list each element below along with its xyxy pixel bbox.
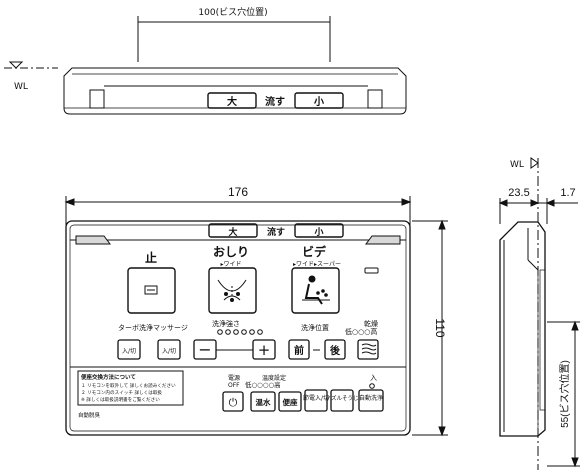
plus-label: +: [258, 341, 271, 359]
top-small-label: 小: [313, 95, 324, 108]
massage-label: マッサージ: [153, 324, 188, 332]
notice-title: 便座交換方法について: [81, 373, 136, 381]
wl-label-top: WL: [14, 82, 28, 92]
stop-button: [127, 267, 176, 314]
temp-scale: 低○○○○高: [245, 380, 281, 389]
dry-icon: [361, 343, 377, 355]
depth-arrow-left: [498, 199, 508, 207]
auto-wash-label: 自動洗浄: [359, 394, 383, 402]
bidet-sub-label: ▸ワイド▸スーパー: [293, 261, 341, 268]
strength-plus-button: [252, 339, 276, 360]
power-label: 電源: [228, 374, 240, 382]
seat-temp-button: [278, 391, 302, 412]
strength-label: 洗浄強さ: [212, 319, 240, 328]
wl-label-side: WL: [510, 160, 524, 170]
screw-label: 55(ビス穴位置): [558, 360, 571, 428]
stop-label: 止: [145, 250, 157, 265]
top-right-foot: [367, 89, 383, 109]
front-body-outline: [65, 220, 411, 436]
height-arrow-bottom: [438, 426, 446, 437]
top-view: 100(ビス穴位置) WL 大 流す 小: [4, 6, 407, 115]
width-arrow-right: [401, 198, 412, 206]
massage-onoff-button: [157, 339, 181, 360]
side-bracket: [539, 269, 546, 411]
top-left-foot: [89, 89, 105, 109]
top-large-button: [207, 92, 257, 109]
notice-line-2: ２ リモコン内のスイッチ 詳しくは取扱: [81, 389, 162, 396]
bidet-label: ビデ: [302, 244, 327, 259]
minus-label: −: [198, 340, 211, 359]
front-corner-tab-left: [75, 235, 111, 245]
seat-temp-label: 便座: [283, 397, 298, 407]
nozzle-clean-button: [330, 389, 354, 412]
spacing-label: 100(ビス穴位置): [198, 6, 267, 18]
eco-button: [304, 389, 328, 412]
turbo-onoff-button: [117, 339, 141, 360]
dry-scale: 低○○○高: [345, 327, 377, 336]
front-corner-tab-right: [365, 235, 401, 245]
top-body-outline: [63, 67, 407, 115]
power-off-label: OFF: [228, 382, 240, 389]
wl-triangle-side: [530, 157, 539, 169]
width-arrow-left: [64, 198, 75, 206]
bidet-icon: [302, 275, 330, 305]
notice-box: [77, 370, 184, 406]
bidet-button: [291, 267, 340, 314]
offset-arrow: [545, 199, 555, 207]
top-large-label: 大: [227, 95, 237, 108]
position-label: 洗浄位置: [301, 323, 329, 332]
dry-button: [357, 339, 379, 360]
screw-arrow-top: [571, 320, 579, 331]
power-button: [222, 391, 244, 412]
notice-line-1: １ リモコンを取外して 詳しくお読みください: [81, 382, 176, 389]
eco-label: 節電入/切: [303, 394, 329, 402]
oshiri-icon: [217, 279, 247, 302]
depth-arrow-right: [530, 199, 540, 207]
back-label: 後: [330, 344, 341, 357]
enter-indicator: [369, 383, 375, 389]
front-flush-label: 流す: [267, 226, 285, 238]
water-temp-button: [250, 391, 276, 412]
stop-icon: [144, 285, 158, 295]
front-small-label: 小: [313, 226, 323, 238]
massage-onoff-label: 入/切: [162, 348, 176, 355]
temp-label: 温度設定: [262, 374, 286, 382]
oshiri-sub-label: ▸ワイド: [220, 261, 241, 268]
front-small-button: [294, 223, 344, 238]
notice-line-3: ※ 詳しくは取扱説明書をご覧ください: [81, 396, 160, 403]
side-view: WL 23.5 1.7 55(ビス穴位置): [498, 157, 580, 470]
top-small-button: [294, 92, 344, 109]
height-arrow-top: [438, 219, 446, 230]
dry-label: 乾燥: [364, 319, 378, 328]
front-view: 176 110 大 流す 小 止 おしり ▸ワイド ビデ ▸ワイド▸スーパー: [64, 185, 448, 437]
top-flush-label: 流す: [265, 95, 285, 108]
front-label: 前: [294, 344, 304, 357]
side-inner-slope: [527, 259, 539, 271]
position-front-button: [288, 339, 310, 360]
turbo-onoff-label: 入/切: [122, 348, 136, 355]
nozzle-clean-label: ノズルそうじ: [325, 394, 358, 402]
offset-label: 1.7: [560, 187, 575, 199]
screw-arrow-bottom: [571, 457, 579, 468]
oshiri-button: [208, 267, 257, 314]
auto-deodorize-label: 自動脱臭: [78, 411, 101, 419]
auto-wash-button: [358, 389, 384, 412]
position-back-button: [324, 339, 346, 360]
wl-triangle-top: [8, 61, 24, 69]
width-label: 176: [228, 185, 248, 199]
enter-label: 入: [370, 374, 377, 382]
water-temp-label: 温水: [256, 397, 271, 407]
front-large-label: 大: [228, 226, 237, 238]
front-body-inner: [69, 224, 407, 432]
oshiri-label: おしり: [213, 245, 249, 259]
turbo-label: ターボ洗浄: [118, 323, 153, 332]
height-label: 110: [433, 318, 447, 337]
indicator-lamp: [364, 267, 379, 274]
strength-dots: [217, 329, 263, 335]
front-large-button: [208, 223, 258, 238]
power-icon: ⏻: [229, 396, 238, 409]
depth-label: 23.5: [508, 187, 529, 199]
